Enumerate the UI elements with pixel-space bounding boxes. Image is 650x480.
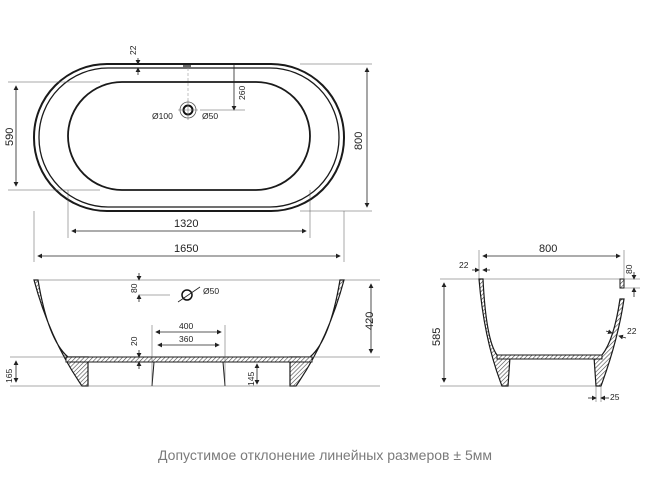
dim-inner-width-590: 590: [4, 128, 16, 146]
dim-depth-420: 420: [364, 312, 376, 330]
dim-side-height-585: 585: [431, 328, 443, 346]
dim-side-wall-22: 22: [627, 326, 637, 336]
dim-inner-length-1320: 1320: [174, 218, 198, 230]
side-right-wall: [593, 298, 625, 387]
dim-side-overflow-80: 80: [624, 264, 634, 274]
front-section: Ø50 80 420 400 360 20 165 145: [4, 273, 380, 387]
right-wall: [289, 279, 345, 387]
side-left-wall: [478, 278, 511, 387]
outer-rim: [33, 63, 345, 212]
side-overflow-rim: [619, 278, 625, 289]
top-view: 22 260 Ø100 Ø50 590 800 1320 1650: [4, 45, 372, 262]
basin-outline: [67, 81, 311, 191]
dim-base-165: 165: [4, 369, 14, 383]
dim-drain-260: 260: [237, 86, 247, 100]
dim-drain-d100: Ø100: [152, 111, 173, 121]
dim-overflow-d50: Ø50: [203, 286, 219, 296]
tolerance-note: Допустимое отклонение линейных размеров …: [158, 447, 492, 463]
inner-rim: [38, 67, 340, 208]
dim-plinth-400: 400: [179, 321, 193, 331]
bottom-slab: [65, 356, 313, 363]
dim-side-rim-22: 22: [459, 260, 469, 270]
dim-plinth-360: 360: [179, 334, 193, 344]
dim-bottom-20: 20: [129, 336, 139, 346]
overflow-slot: [183, 65, 191, 68]
overflow-icon: [177, 286, 201, 303]
left-wall: [33, 279, 89, 387]
dim-foot-145: 145: [246, 372, 256, 386]
drain-icon: [178, 100, 198, 120]
dim-outer-length-1650: 1650: [174, 243, 198, 255]
dim-rim-22: 22: [128, 45, 138, 55]
dim-outer-width-800: 800: [353, 132, 365, 150]
dim-drain-d50: Ø50: [202, 111, 218, 121]
side-section: 800 22 80 585 22 25: [431, 243, 640, 402]
dim-side-foot-25: 25: [610, 392, 620, 402]
side-bottom-slab: [496, 354, 603, 360]
dim-overflow-80: 80: [129, 283, 139, 293]
dim-side-width-800: 800: [539, 243, 557, 255]
